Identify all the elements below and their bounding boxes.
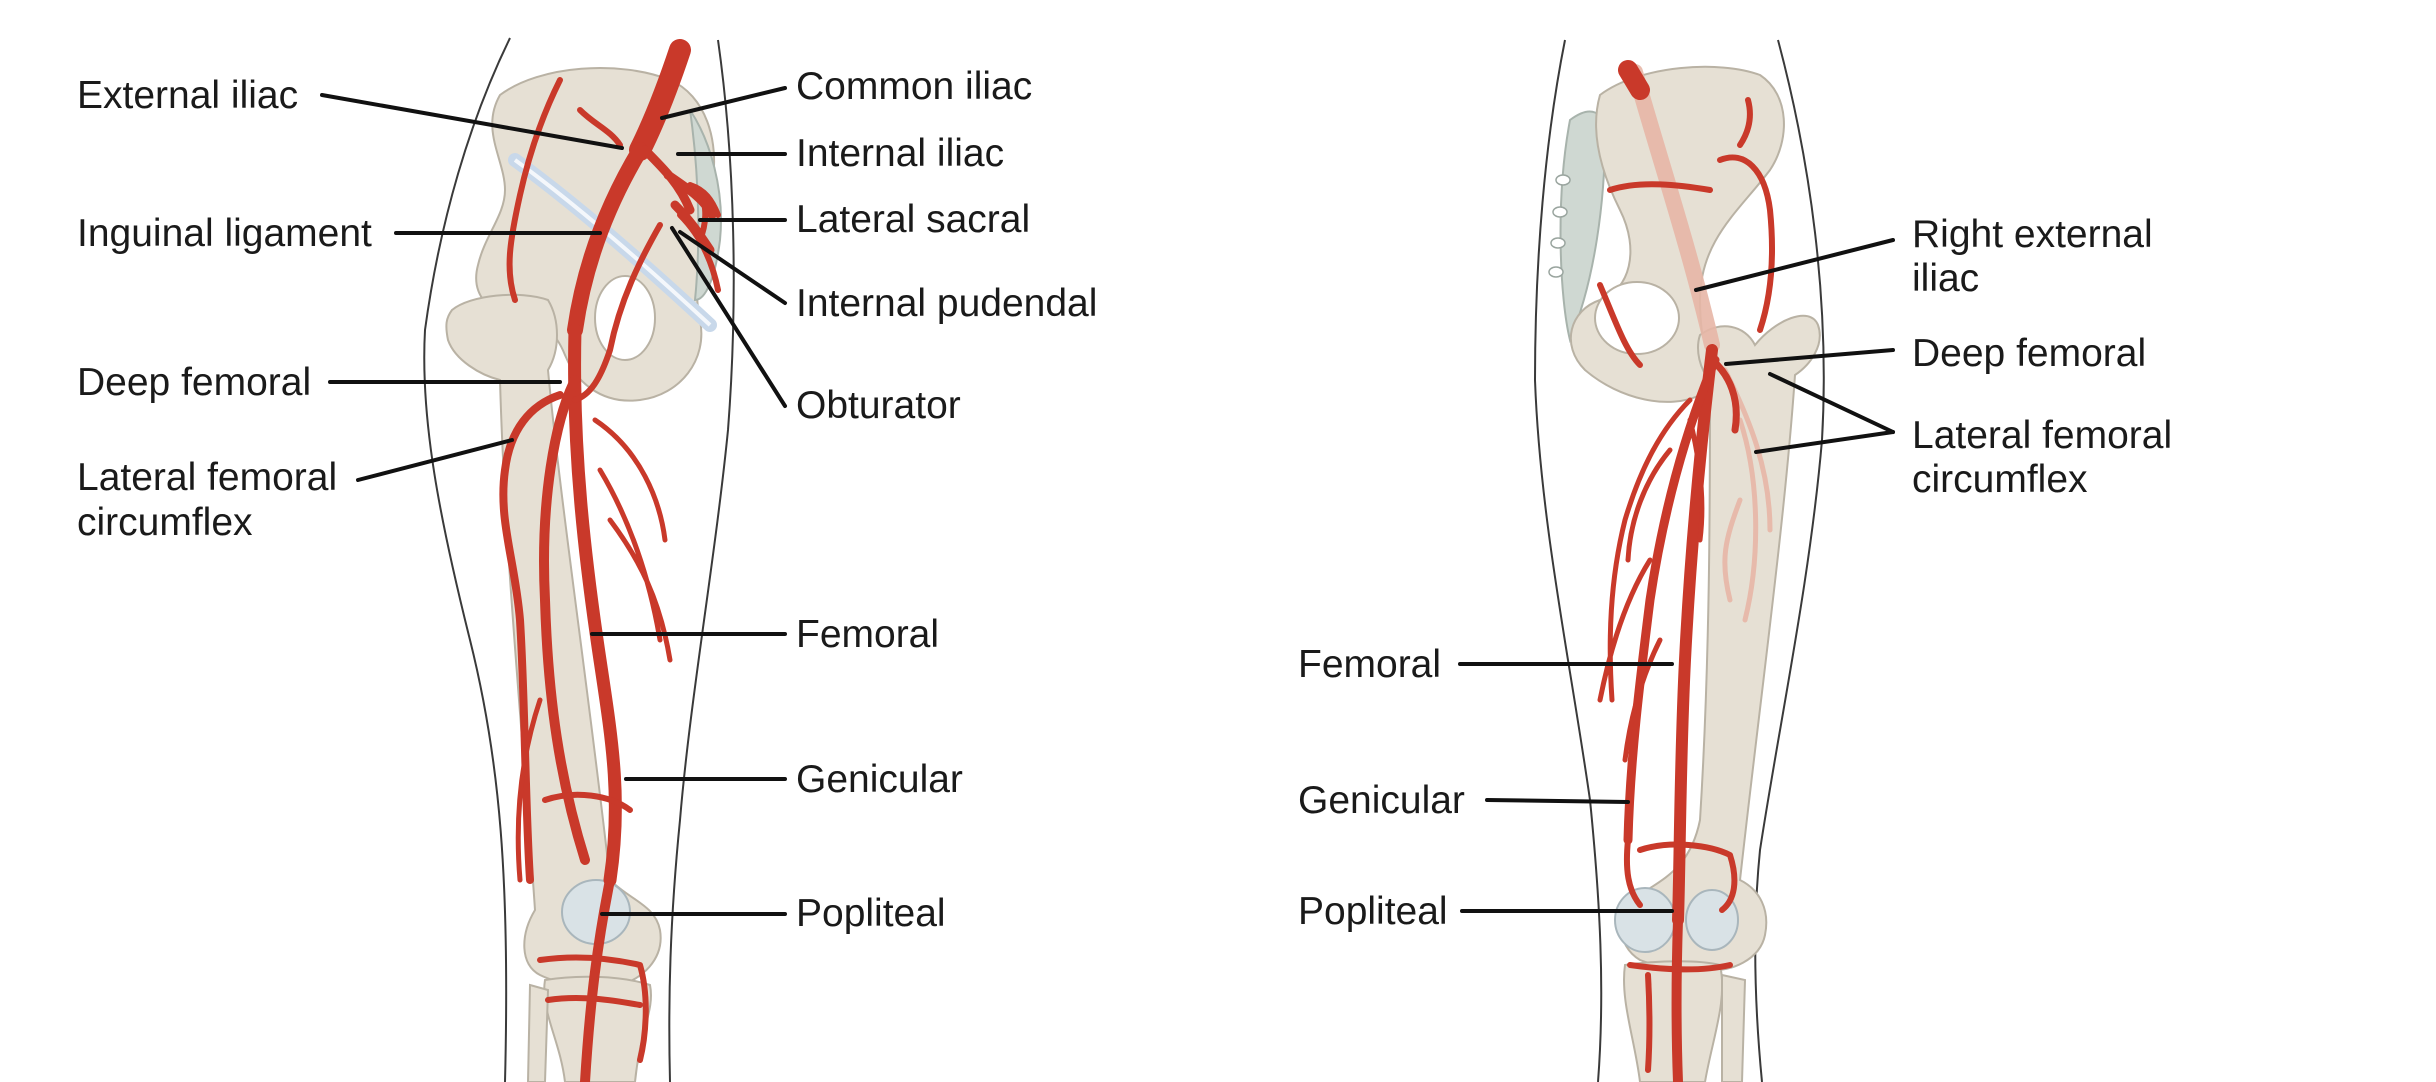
label-popliteal-left: Popliteal [796, 892, 946, 935]
label-lateral-sacral: Lateral sacral [796, 198, 1030, 241]
left-deep-femoral-artery [539, 375, 590, 865]
left-muscular-branches [515, 417, 673, 883]
label-common-iliac: Common iliac [796, 65, 1032, 108]
leader-internal-pudendal [678, 230, 787, 305]
left-fibula [526, 983, 550, 1082]
right-common-iliac-stub [1618, 60, 1650, 100]
left-common-iliac-artery [629, 39, 691, 161]
right-femur [1620, 314, 1821, 972]
label-internal-iliac: Internal iliac [796, 132, 1004, 175]
right-gluteal-branches [1597, 97, 1775, 368]
right-genicular-arteries [1623, 837, 1738, 1073]
leader-external-iliac [320, 93, 624, 150]
label-genicular-left: Genicular [796, 758, 963, 801]
label-right-external-iliac-2: iliac [1912, 257, 1979, 300]
label-popliteal-right: Popliteal [1298, 890, 1448, 933]
label-femoral-left: Femoral [796, 613, 939, 656]
label-femoral-right: Femoral [1298, 643, 1441, 686]
right-femoral-artery [1672, 344, 1718, 926]
right-obturator-foramen [1594, 281, 1680, 355]
label-deep-femoral-right: Deep femoral [1912, 332, 2146, 375]
label-lateral-femoral-circumflex-right-1: Lateral femoral [1912, 414, 2172, 457]
label-lateral-femoral-circumflex-left-2: circumflex [77, 501, 253, 544]
left-lateral-femoral-circumflex-artery [499, 391, 564, 884]
label-genicular-right: Genicular [1298, 779, 1465, 822]
label-internal-pudendal: Internal pudendal [796, 282, 1097, 325]
leader-genicular-right [1485, 798, 1630, 804]
left-leg-figure: External iliac Inguinal ligament Deep fe… [77, 37, 1097, 1082]
leader-common-iliac [660, 86, 787, 120]
left-genicular-arteries [537, 791, 649, 1063]
leader-lateral-femoral-circumflex-right-b [1754, 430, 1895, 454]
label-deep-femoral-left: Deep femoral [77, 361, 311, 404]
leader-right-external-iliac [1694, 238, 1895, 292]
label-right-external-iliac-1: Right external [1912, 213, 2153, 256]
right-leg-figure: Right external iliac Deep femoral Latera… [1298, 39, 2172, 1082]
label-lateral-femoral-circumflex-right-2: circumflex [1912, 458, 2088, 501]
left-obturator-branch [572, 222, 663, 403]
left-popliteal-artery [580, 875, 615, 1082]
right-lateral-femoral-circumflex-artery [1708, 356, 1740, 434]
leader-lateral-femoral-circumflex-right-a [1768, 372, 1895, 434]
right-thigh-outline [1533, 39, 1603, 1082]
leader-obturator [670, 226, 787, 408]
right-fibula [1721, 973, 1747, 1082]
right-muscular-branches [1597, 397, 1705, 763]
label-external-iliac: External iliac [77, 74, 298, 117]
left-obturator-foramen [594, 275, 656, 361]
label-inguinal-ligament: Inguinal ligament [77, 212, 372, 255]
label-lateral-femoral-circumflex-left-1: Lateral femoral [77, 456, 337, 499]
right-popliteal-artery [1671, 915, 1683, 1082]
leader-deep-femoral-right [1724, 348, 1895, 366]
left-thigh-outline [423, 37, 511, 1082]
left-iliac-branches [506, 77, 623, 303]
label-obturator: Obturator [796, 384, 961, 427]
left-lateral-sacral-branch [687, 182, 721, 243]
right-patella-medial [1614, 887, 1676, 953]
leader-lateral-femoral-circumflex [356, 438, 514, 482]
right-external-iliac-artery [1627, 64, 1720, 353]
